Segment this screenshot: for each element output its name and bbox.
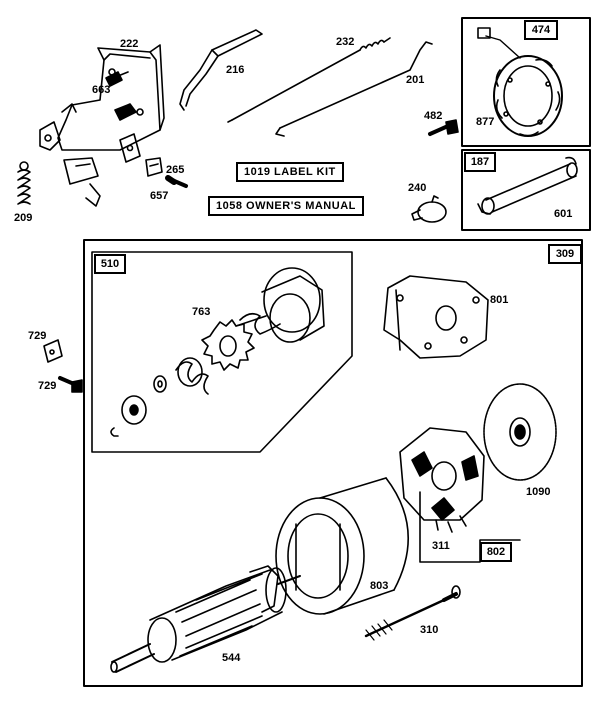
box-510-frame [91,251,353,453]
plug-240-drawing [411,195,447,223]
group-label-474[interactable]: 474 [524,20,558,40]
part-label-232[interactable]: 232 [336,36,355,48]
part-label-311[interactable]: 311 [432,540,450,552]
part-label-803[interactable]: 803 [370,580,389,592]
box-474-frame [461,17,591,147]
box-187-frame [461,149,591,231]
spring-209-drawing [17,161,31,205]
group-label-510[interactable]: 510 [94,254,126,274]
group-label-187[interactable]: 187 [464,152,496,172]
brush-holder-311-drawing [399,427,485,533]
stator-877-drawing [477,27,563,137]
part-label-763[interactable]: 763 [192,306,211,318]
clip-265-drawing [145,157,188,188]
disc-1090-drawing [483,383,557,481]
part-label-877[interactable]: 877 [476,116,495,128]
group-label-802[interactable]: 802 [480,542,512,562]
part-label-310[interactable]: 310 [420,624,439,636]
bracket-729-drawing [43,339,83,393]
bolt-482-drawing [428,119,459,136]
part-label-601[interactable]: 601 [554,208,573,220]
part-label-1090[interactable]: 1090 [526,486,551,498]
rod-201-drawing [275,41,433,137]
part-label-663[interactable]: 663 [92,84,111,96]
part-label-265[interactable]: 265 [166,164,185,176]
label-kit-box[interactable]: 1019 LABEL KIT [236,162,344,182]
rod-232-drawing [227,37,391,123]
owners-manual-box[interactable]: 1058 OWNER'S MANUAL [208,196,364,216]
part-label-729-upper[interactable]: 729 [28,330,47,342]
housing-803-drawing [275,477,409,615]
control-bracket-drawing [39,44,165,207]
end-plate-801-drawing [383,275,489,359]
part-label-240[interactable]: 240 [408,182,427,194]
armature-544-drawing [110,565,301,673]
drive-assembly-drawing [110,267,325,437]
part-label-222[interactable]: 222 [120,38,139,50]
box-802-frame [419,491,521,563]
part-label-801[interactable]: 801 [490,294,509,306]
tube-601-drawing [477,156,578,215]
part-label-544[interactable]: 544 [222,652,241,664]
part-label-201[interactable]: 201 [406,74,425,86]
part-label-729-lower[interactable]: 729 [38,380,57,392]
group-label-309[interactable]: 309 [548,244,582,264]
box-309-frame [83,239,583,687]
part-label-657[interactable]: 657 [150,190,169,202]
bolt-310-drawing [364,585,461,641]
link-216-drawing [179,29,263,111]
part-label-216[interactable]: 216 [226,64,245,76]
part-label-209[interactable]: 209 [14,212,33,224]
part-label-482[interactable]: 482 [424,110,443,122]
